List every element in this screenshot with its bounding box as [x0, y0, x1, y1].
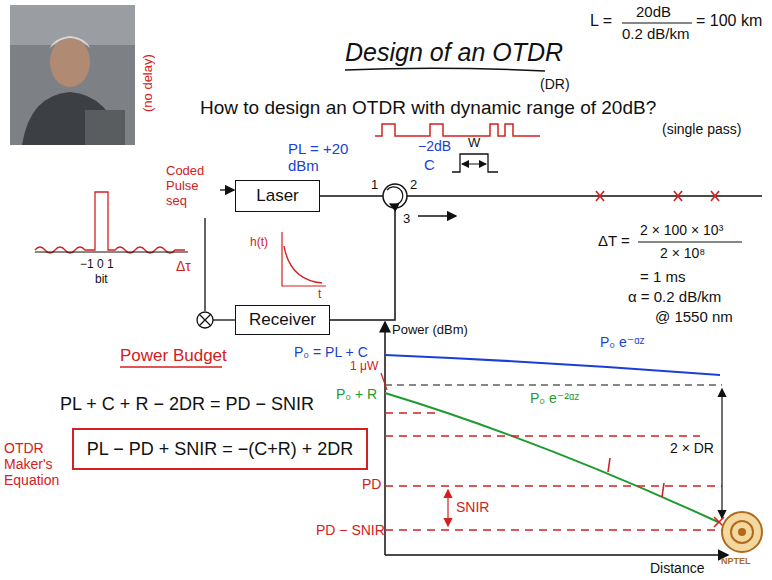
curve-label: P₀ + R — [336, 386, 377, 402]
axis-title: Distance — [650, 560, 704, 576]
axis-label: t — [318, 288, 321, 302]
note: (no delay) — [141, 54, 156, 112]
axis-label: bit — [95, 273, 108, 287]
axis-title: Power (dBm) — [392, 323, 468, 338]
level-label: PD − SNIR — [316, 522, 385, 538]
level-label: PD — [362, 476, 381, 492]
time-formula: 2 × 100 × 10³ — [640, 222, 723, 238]
wavelength: @ 1550 nm — [655, 308, 733, 325]
pulse-width: W — [468, 136, 480, 151]
curve-label: P₀ = PL + C — [294, 344, 368, 360]
curve-label: P₀ e⁻ᵅᶻ — [600, 334, 645, 350]
nptel-logo — [722, 512, 762, 552]
range-label: 2 × DR — [670, 440, 714, 456]
length-formula: L = — [590, 12, 612, 30]
length-formula: 0.2 dB/km — [622, 25, 690, 42]
margin-label: SNIR — [456, 499, 489, 515]
circulator-loss: −2dB — [418, 138, 451, 154]
input-label: Coded Pulse seq — [166, 164, 218, 209]
design-question: How to design an OTDR with dynamic range… — [200, 97, 656, 119]
impulse-response: h(t) — [250, 236, 268, 250]
webcam-frame — [10, 5, 135, 145]
receiver-box: Receiver — [235, 305, 330, 335]
level-label: 1 μW — [350, 360, 378, 374]
watermark: NPTEL — [721, 556, 751, 566]
axis-ticks: −1 0 1 — [80, 258, 114, 272]
equation: PL + C + R − 2DR = PD − SNIR — [60, 394, 314, 415]
note: (DR) — [540, 76, 570, 92]
length-formula: 20dB — [636, 3, 671, 20]
circulator-loss: C — [424, 156, 435, 173]
box-text: PL − PD + SNIR = −(C+R) + 2DR — [87, 439, 353, 460]
box-text: Laser — [256, 186, 299, 206]
time-formula: ΔT = — [598, 232, 630, 249]
section-heading: Power Budget — [120, 346, 227, 366]
laser-power: PL = +20 dBm — [288, 140, 358, 175]
time-formula: = 1 ms — [640, 268, 685, 285]
port-number: 2 — [410, 178, 417, 193]
curve-label: P₀ e⁻²ᵅᶻ — [530, 390, 579, 406]
slide-title: Design of an OTDR — [345, 38, 563, 67]
attenuation: α = 0.2 dB/km — [628, 288, 721, 305]
length-formula: = 100 km — [696, 12, 762, 30]
delay-label: Δτ — [176, 258, 191, 274]
laser-box: Laser — [235, 180, 320, 212]
equation-box: PL − PD + SNIR = −(C+R) + 2DR — [72, 428, 368, 470]
equation-name: OTDR Maker's Equation — [4, 440, 68, 488]
note: (single pass) — [662, 121, 741, 137]
port-number: 1 — [371, 178, 378, 193]
port-number: 3 — [403, 212, 410, 227]
time-formula: 2 × 10⁸ — [660, 245, 705, 261]
box-text: Receiver — [249, 310, 316, 330]
